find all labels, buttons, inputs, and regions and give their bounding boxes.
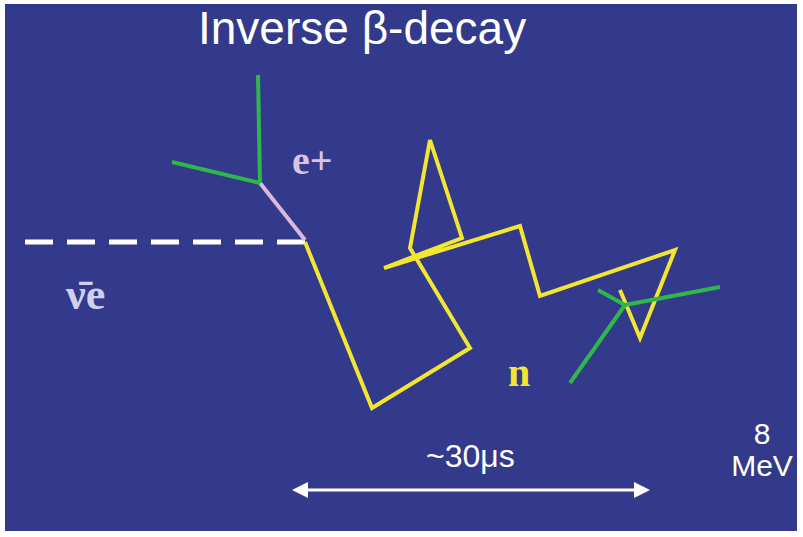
gamma-ray <box>258 75 260 183</box>
gamma-ray <box>598 290 625 305</box>
particle-label: ν̄e <box>66 272 105 318</box>
particle-label: n <box>508 352 530 394</box>
time-label: ~30μs <box>426 440 515 474</box>
energy-label: 8 MeV <box>727 418 797 481</box>
arrowhead <box>634 482 650 498</box>
arrowhead <box>292 482 308 498</box>
gamma-ray <box>172 162 260 183</box>
gamma-ray <box>625 287 720 305</box>
slide-title: Inverse β-decay <box>198 4 526 52</box>
background-panel <box>5 4 797 531</box>
time-arrow <box>300 489 642 492</box>
particle-label: e+ <box>292 140 333 182</box>
positron-track <box>260 183 305 240</box>
antineutrino-track <box>25 240 305 245</box>
gamma-ray <box>570 305 625 383</box>
neutron-track <box>305 140 675 408</box>
